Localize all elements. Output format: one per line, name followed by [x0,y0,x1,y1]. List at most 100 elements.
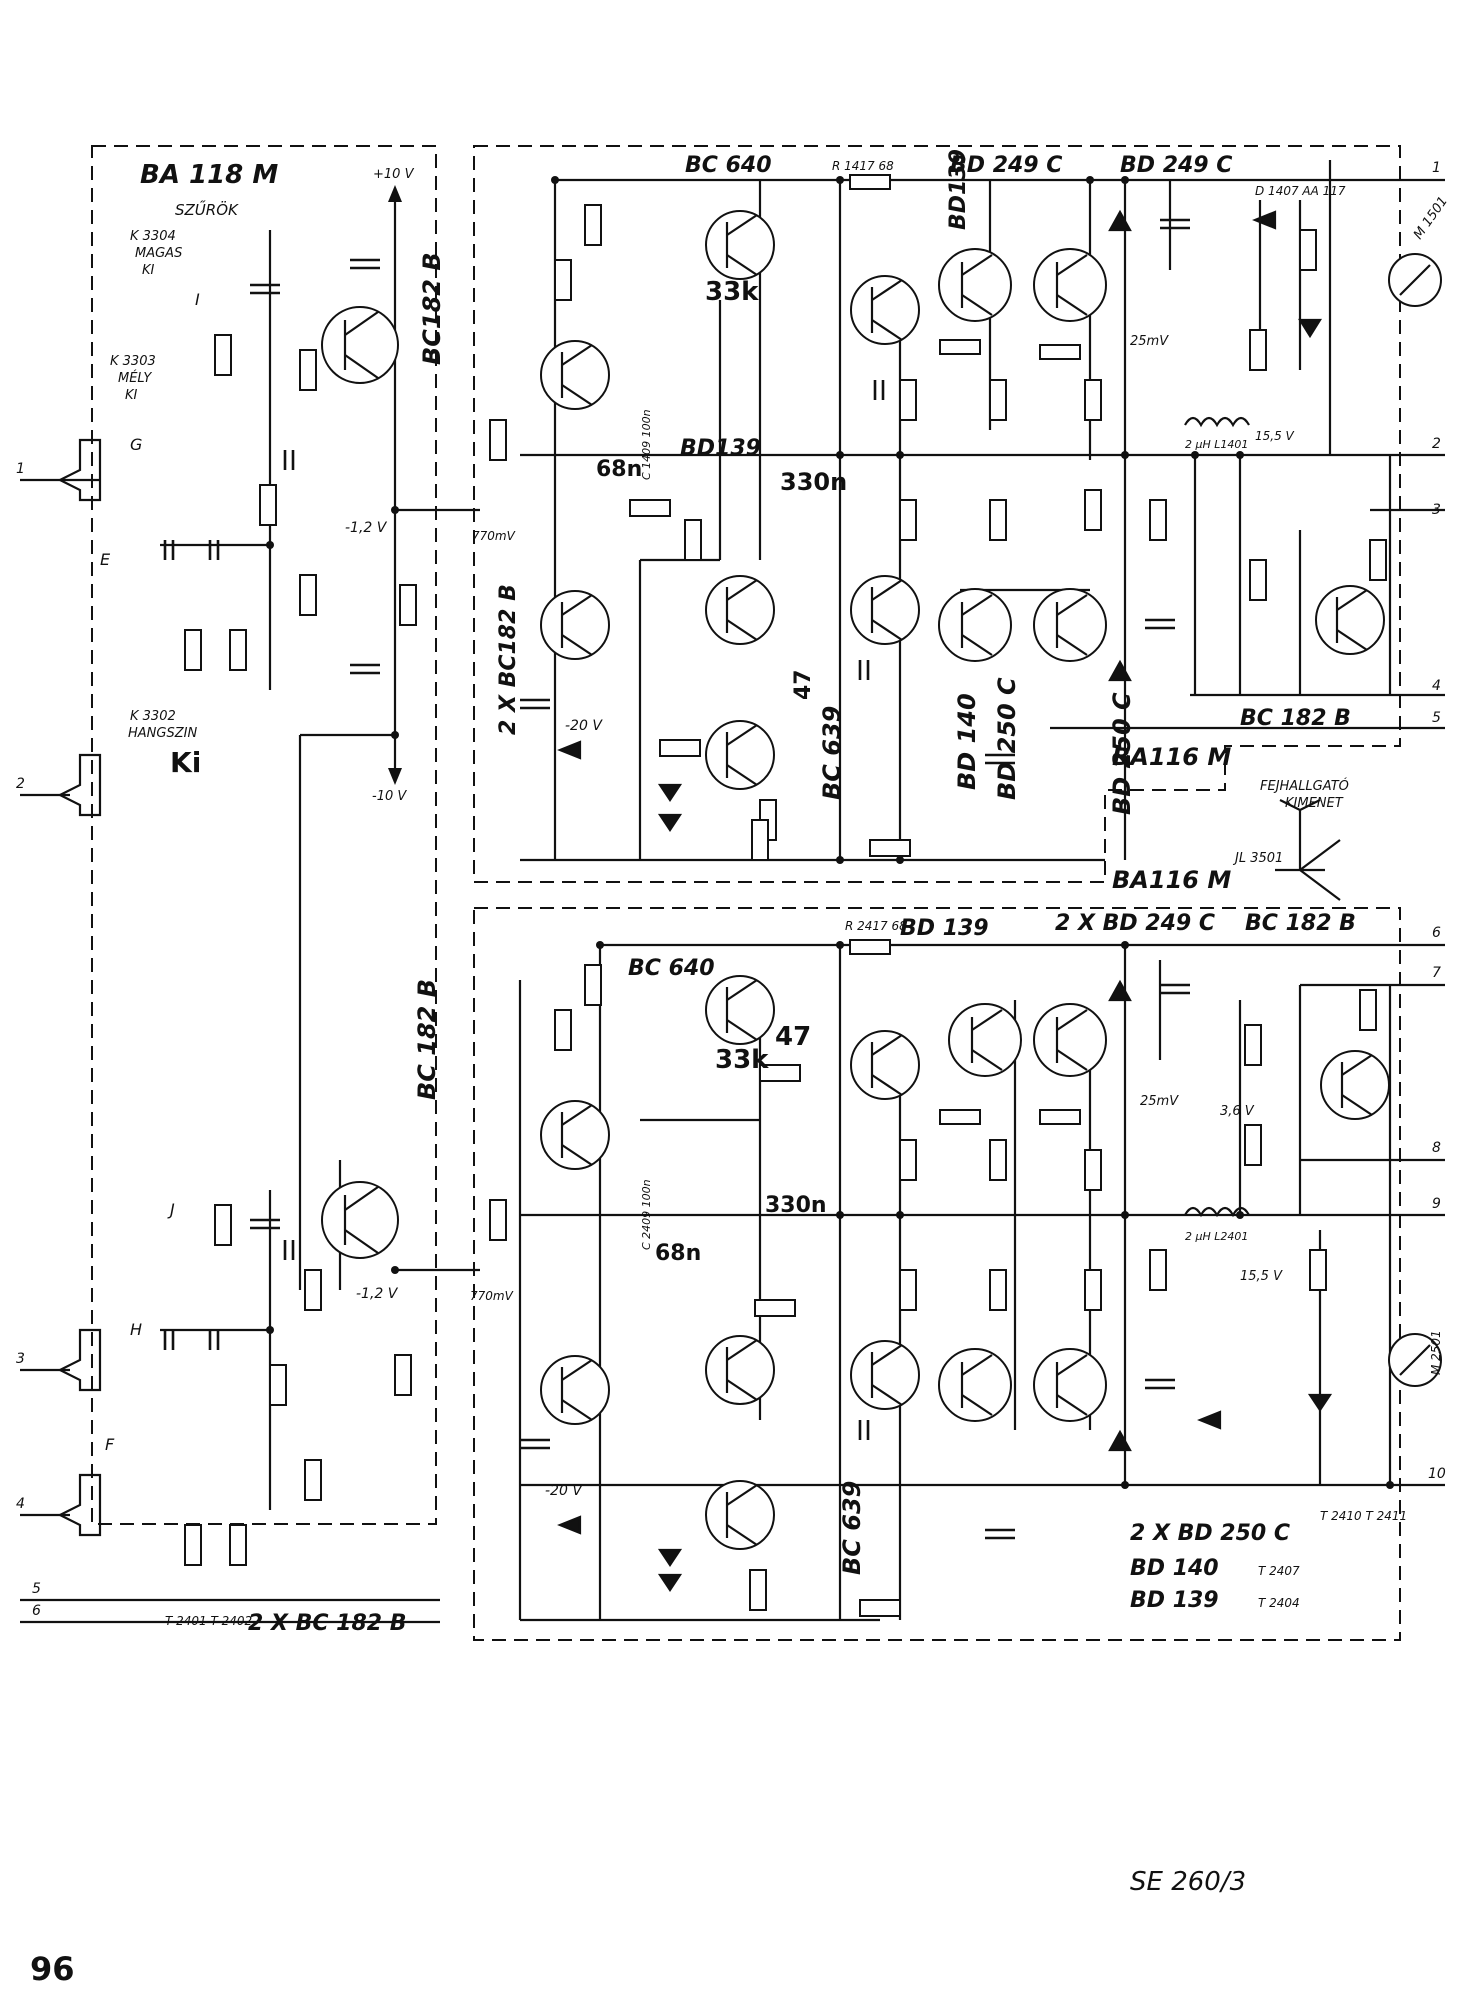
transistor-t1412 [1315,585,1385,655]
type-bd139-bottom: BD 139 [900,916,989,941]
inductors [1184,416,1250,1218]
type-bd250c-top-b: BD 250 C [1108,692,1136,815]
type-bc640-top: BC 640 [685,153,772,178]
rail-plus10: +10 V [373,167,415,182]
transistor-t2406 [850,1030,920,1100]
type-t2407: T 2407 [1258,1564,1300,1578]
transistor-t1407 [850,575,920,645]
resistors-left [184,334,417,1566]
transistor-t1301 [321,306,399,384]
handwritten-330n-bottom: 330n [765,1193,827,1218]
meters [1388,253,1442,1387]
pin-left-1: 1 [16,461,25,477]
module-ba116m-top: BA116 M [1112,743,1231,771]
capacitors [163,218,1190,1540]
switch-i-label: I [195,290,200,309]
arrow-down-icon [388,768,402,785]
switch-k3303-mely: MÉLY [118,370,152,386]
transistor-t2401 [540,1100,610,1170]
supply-arrows [388,185,402,785]
resistor-r2417-label: R 2417 68 [845,919,907,933]
rail-155v-bottom: 15,5 V [1240,1269,1283,1284]
rail-770mv-bottom: 770mV [470,1289,514,1303]
switch-h-label: H [130,1320,142,1339]
transistors [321,210,1390,1550]
switch-k3304-label: K 3304 [130,229,176,244]
type-bd140-bottom: BD 140 [1130,1556,1219,1581]
switch-labels: K 3304 MAGAS KI K 3303 MÉLY KI K 3302 HA… [100,229,201,1454]
switch-k3304-ki: KI [142,263,155,278]
left-module-outline [91,145,437,1525]
switch-f-label: F [105,1435,115,1454]
type-bc182b-vertical-bottom: BC 182 B [413,979,441,1100]
switch-g-label: G [130,435,142,454]
rail-minus12-bottom: -1,2 V [356,1286,399,1302]
rail-25mv-top: 25mV [1130,334,1169,349]
rail-minus10: -10 V [372,789,407,804]
resistor-r1417-label: R 1417 68 [832,159,894,173]
type-t2410-t2411: T 2410 T 2411 [1320,1509,1407,1523]
type-bc182b-top: BC 182 B [1240,706,1351,731]
transistor-t2411 [1033,1348,1107,1422]
bottom-right-module-outline [473,907,1401,1641]
transistor-t2301 [321,1181,399,1259]
transistor-t1404 [705,575,775,645]
pin-right-10: 10 [1428,1466,1446,1482]
pin-left-5: 5 [32,1581,41,1597]
pin-right-5: 5 [1432,710,1441,726]
module-ba118m-subtitle: SZŰRÖK [175,199,239,219]
rail-minus20-top: -20 V [565,718,603,734]
transistor-t1401 [540,340,610,410]
pin-left-2: 2 [16,776,25,792]
type-bd250c-top-a: BD 250 C [993,677,1021,800]
type-bc639-top: BC 639 [818,706,846,800]
arrow-up-icon [388,185,402,202]
module-ba116m-bottom: BA116 M [1112,866,1231,894]
transistor-t2404 [705,1335,775,1405]
type-bd249c-top-b: BD 249 C [1120,153,1232,178]
type-bd249c-top-a: BD 249 C [950,153,1062,178]
inductor-l1401-label: 2 µH L1401 [1185,438,1248,451]
junction-dots [266,176,1394,1489]
handwritten-47-top: 47 [791,669,816,700]
switch-e-label: E [100,550,111,569]
module-labels: BA 118 M SZŰRÖK BA116 M BA116 M [140,160,1231,894]
type-bd140-top: BD 140 [953,693,981,790]
type-t2404: T 2404 [1258,1596,1300,1610]
transistor-t2405 [705,1480,775,1550]
switch-k3303-label: K 3303 [110,354,156,369]
type-2xbd249c-bottom: 2 X BD 249 C [1055,911,1215,936]
rail-minus20-bottom: -20 V [545,1483,583,1499]
document-code: SE 260/3 [1130,1867,1246,1897]
resistors-top [489,174,1387,861]
pin-right-6: 6 [1432,925,1441,941]
transistor-t2408 [948,1003,1022,1077]
headphone-sublabel: KIMENET [1285,796,1344,811]
type-2xbc182b-bottom-left: 2 X BC 182 B [248,1611,407,1636]
type-bc640-bottom: BC 640 [628,956,715,981]
transistor-t1409 [1033,248,1107,322]
transistor-type-labels: BC 640 BD 249 C BD 249 C BD139 BD139 BC … [165,149,1407,1636]
page-number: 96 [30,1950,75,1988]
pin-numbers-left: 1 2 3 4 5 6 [16,461,41,1619]
diode-d1407-label: D 1407 AA 117 [1255,184,1346,198]
type-bc182b-vertical-top: BC182 B [418,252,446,365]
pin-right-9: 9 [1432,1196,1441,1212]
footer: SE 260/3 96 [30,1867,1246,1988]
rail-labels: +10 V -10 V -1,2 V -1,2 V 770mV 770mV -2… [345,167,1295,1499]
transistor-t2412 [1320,1050,1390,1120]
transistor-t1403 [705,210,775,280]
pin-numbers-right: 1 2 3 4 5 6 7 8 9 10 [1428,160,1446,1482]
switch-k3303-ki: KI [125,388,138,403]
transistor-t2410 [938,1348,1012,1422]
transistor-t2407 [850,1340,920,1410]
meter-m2501-label: M 2501 [1429,1330,1443,1375]
type-bd139-top-vertical: BD139 [946,149,971,230]
pin-right-2: 2 [1432,436,1441,452]
pin-right-8: 8 [1432,1140,1441,1156]
transistor-t2402 [540,1355,610,1425]
headphone-label: FEJHALLGATÓ [1260,778,1349,794]
type-bd139-bottom-list: BD 139 [1130,1588,1219,1613]
handwritten-47-bottom: 47 [775,1022,811,1052]
